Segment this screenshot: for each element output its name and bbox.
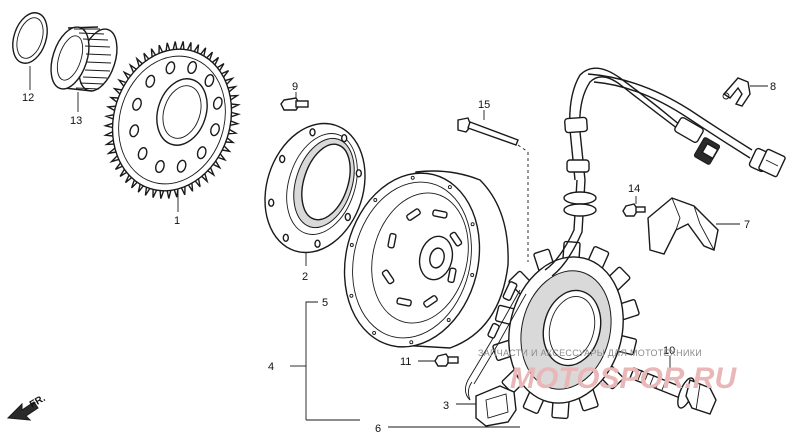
front-label: FR. xyxy=(28,393,48,411)
part-10-flange-bolt xyxy=(629,367,717,415)
callout-3: 3 xyxy=(443,400,449,412)
callout-5: 5 xyxy=(322,297,328,309)
watermark: MOTOSPOR.RU ЗАПЧАСТИ И АКСЕССУАРЫ ДЛЯ МО… xyxy=(478,348,737,395)
callout-10: 10 xyxy=(663,345,675,357)
callout-12: 12 xyxy=(22,92,34,104)
part-4-flywheel-rotor xyxy=(343,170,509,349)
part-14-bolt xyxy=(622,203,646,217)
front-direction-indicator: FR. xyxy=(6,393,48,421)
part-11-screw xyxy=(434,353,459,367)
callout-leaders xyxy=(29,66,768,428)
connector-upper xyxy=(674,116,721,165)
callout-1: 1 xyxy=(174,215,180,227)
part-15-long-bolt xyxy=(457,117,529,262)
callout-8: 8 xyxy=(770,81,776,93)
front-arrow-icon xyxy=(6,401,39,421)
part-7-wire-guide xyxy=(647,197,719,255)
part-13-needle-bearing xyxy=(50,26,118,92)
callout-4: 4 xyxy=(268,361,274,373)
connector-lower xyxy=(748,147,786,178)
part-9-bolt xyxy=(280,92,309,111)
watermark-logo: MOTOSPOR.RU xyxy=(510,362,737,395)
callout-13: 13 xyxy=(70,115,82,127)
callout-11: 11 xyxy=(400,356,411,368)
callout-labels: 1 2 3 4 5 6 7 8 9 10 11 12 13 14 15 xyxy=(22,81,776,435)
watermark-caption: ЗАПЧАСТИ И АКСЕССУАРЫ ДЛЯ МОТОТЕХНИКИ xyxy=(478,348,702,358)
callout-9: 9 xyxy=(292,81,298,93)
part-3-pulse-generator xyxy=(467,381,517,427)
callout-15: 15 xyxy=(478,99,490,111)
part-5-stator xyxy=(492,240,640,420)
part-2-one-way-clutch xyxy=(264,122,366,254)
callout-14: 14 xyxy=(628,183,640,195)
callout-7: 7 xyxy=(744,219,750,231)
callout-6: 6 xyxy=(375,423,381,435)
part-8-wire-clamp xyxy=(722,77,751,107)
part-12-snap-ring xyxy=(12,12,48,64)
wire-harness xyxy=(465,67,753,401)
part-1-starter-driven-gear xyxy=(103,41,241,199)
callout-2: 2 xyxy=(302,271,308,283)
